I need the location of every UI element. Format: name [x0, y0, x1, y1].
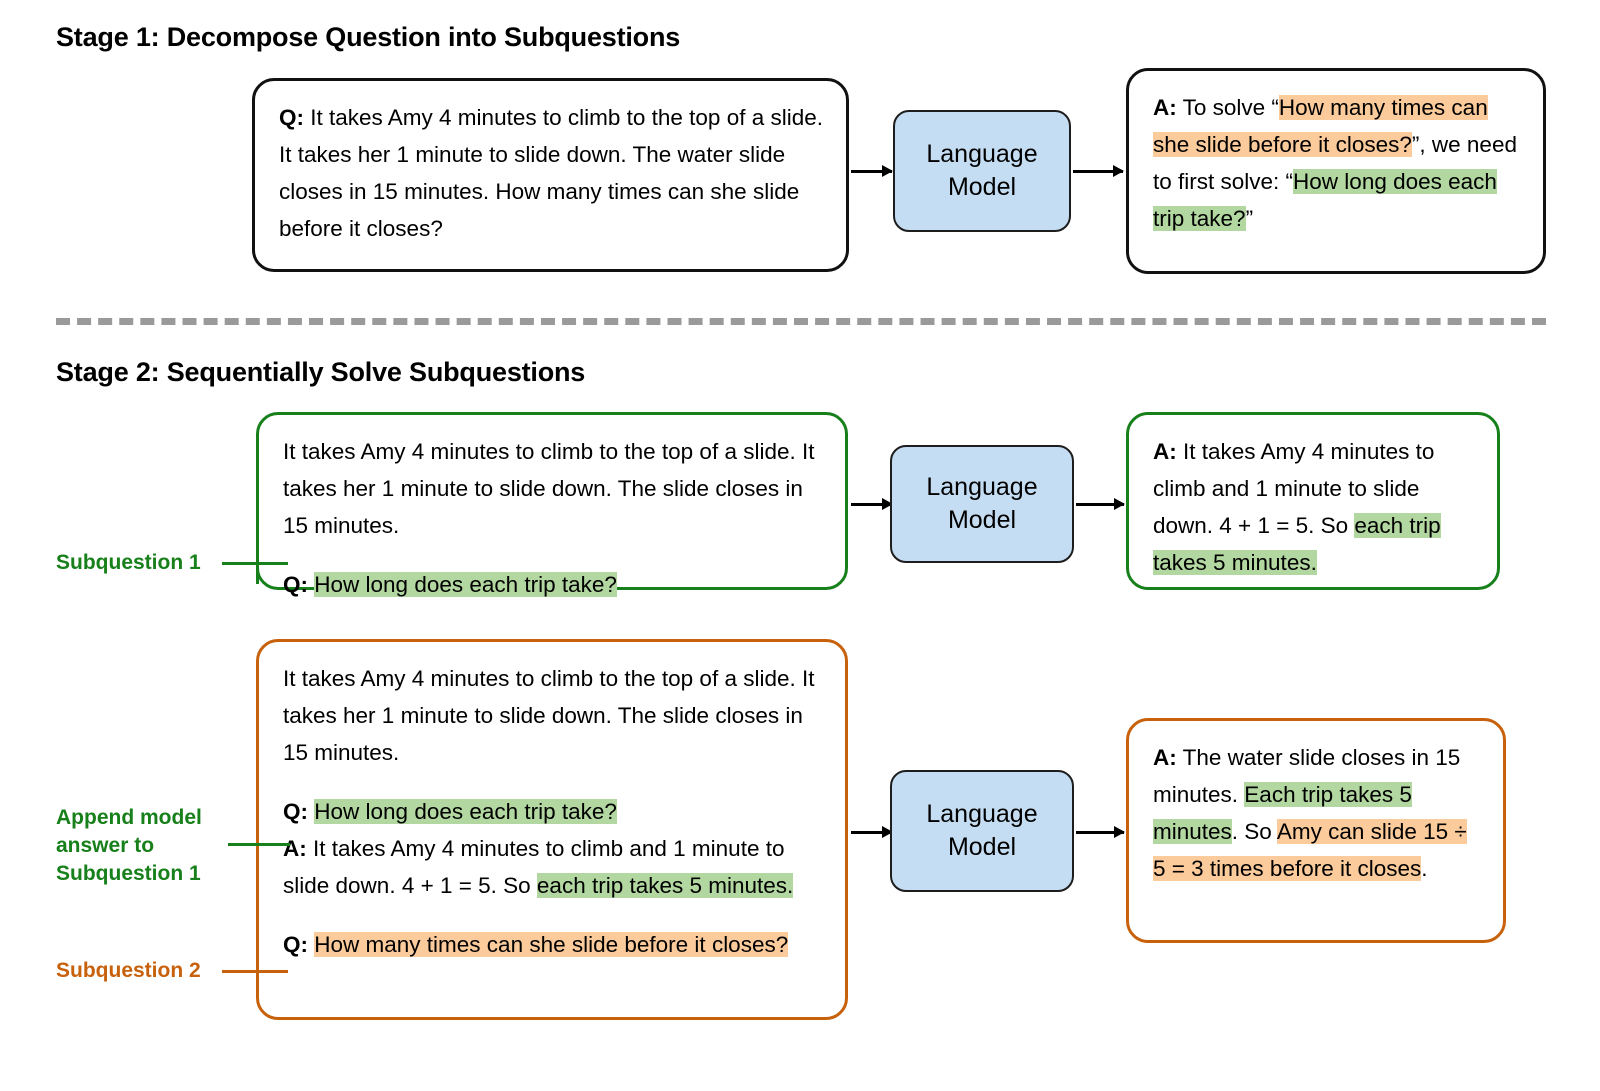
- language-model-label-line2: Model: [947, 173, 1017, 201]
- prompt2-subquestion-2: Q: How many times can she slide before i…: [283, 932, 789, 957]
- language-model-label-line2: Model: [947, 506, 1017, 534]
- subquestion-1-label: Subquestion 1: [56, 551, 201, 574]
- answer2-text: A: The water slide closes in 15 minutes.…: [1153, 745, 1467, 881]
- append-answer-label: Append model answer to Subquestion 1: [56, 806, 202, 885]
- subquestion-1-connector: [222, 562, 288, 565]
- arrow-s1-model-to-answer: [1073, 170, 1123, 173]
- arrow-s1-question-to-model: [851, 170, 892, 173]
- stage-1-title: Stage 1: Decompose Question into Subques…: [56, 22, 681, 52]
- stage-2-title: Stage 2: Sequentially Solve Subquestions: [56, 357, 586, 387]
- arrow-s2-prompt2-to-model: [851, 831, 892, 834]
- prompt1-context: It takes Amy 4 minutes to climb to the t…: [283, 439, 815, 538]
- subquestion-2-tick: [256, 948, 259, 992]
- stage1-answer-box: A: To solve “How many times can she slid…: [1126, 68, 1546, 274]
- stage2-answer-box-2: A: The water slide closes in 15 minutes.…: [1126, 718, 1506, 943]
- highlight-green-subq1: How long does each trip take?: [314, 572, 617, 597]
- stage1-question-box: Q: It takes Amy 4 minutes to climb to th…: [252, 78, 849, 272]
- language-model-node-1: Language Model: [893, 110, 1071, 232]
- subquestion-2-label: Subquestion 2: [56, 959, 201, 982]
- language-model-label-line2: Model: [947, 833, 1017, 861]
- a-prefix: A:: [1153, 95, 1177, 120]
- stage1-answer-text: A: To solve “How many times can she slid…: [1153, 95, 1517, 231]
- arrow-s2-model-to-answer1: [1076, 503, 1124, 506]
- subquestion-1-tick: [256, 540, 259, 584]
- language-model-node-3: Language Model: [890, 770, 1074, 892]
- prompt2-context: It takes Amy 4 minutes to climb to the t…: [283, 666, 815, 765]
- language-model-label-line1: Language: [926, 800, 1038, 828]
- stage2-prompt-box-2: It takes Amy 4 minutes to climb to the t…: [256, 639, 848, 1020]
- stage1-question-text: Q: It takes Amy 4 minutes to climb to th…: [279, 105, 823, 241]
- subquestion-2-connector: [222, 970, 288, 973]
- stage2-prompt-box-1: It takes Amy 4 minutes to climb to the t…: [256, 412, 848, 597]
- stage-divider: [56, 318, 1546, 325]
- stage2-answer-box-1: A: It takes Amy 4 minutes to climb and 1…: [1126, 412, 1500, 590]
- highlight-green-subq1: How long does each trip take?: [314, 799, 617, 824]
- prompt2-subquestion-1: Q: How long does each trip take?: [283, 799, 617, 824]
- highlight-orange-subq2: How many times can she slide before it c…: [314, 932, 789, 957]
- prompt1-subquestion: Q: How long does each trip take?: [283, 572, 617, 597]
- q-prefix: Q:: [279, 105, 304, 130]
- language-model-label-line1: Language: [926, 140, 1038, 168]
- prompt2-answer-1: A: It takes Amy 4 minutes to climb and 1…: [283, 836, 794, 898]
- append-answer-connector: [228, 843, 290, 846]
- language-model-node-2: Language Model: [890, 445, 1074, 563]
- arrow-s2-prompt1-to-model: [851, 503, 892, 506]
- answer1-text: A: It takes Amy 4 minutes to climb and 1…: [1153, 439, 1441, 575]
- language-model-label-line1: Language: [926, 473, 1038, 501]
- highlight-green-answer1: each trip takes 5 minutes.: [536, 873, 794, 898]
- arrow-s2-model-to-answer2: [1076, 831, 1124, 834]
